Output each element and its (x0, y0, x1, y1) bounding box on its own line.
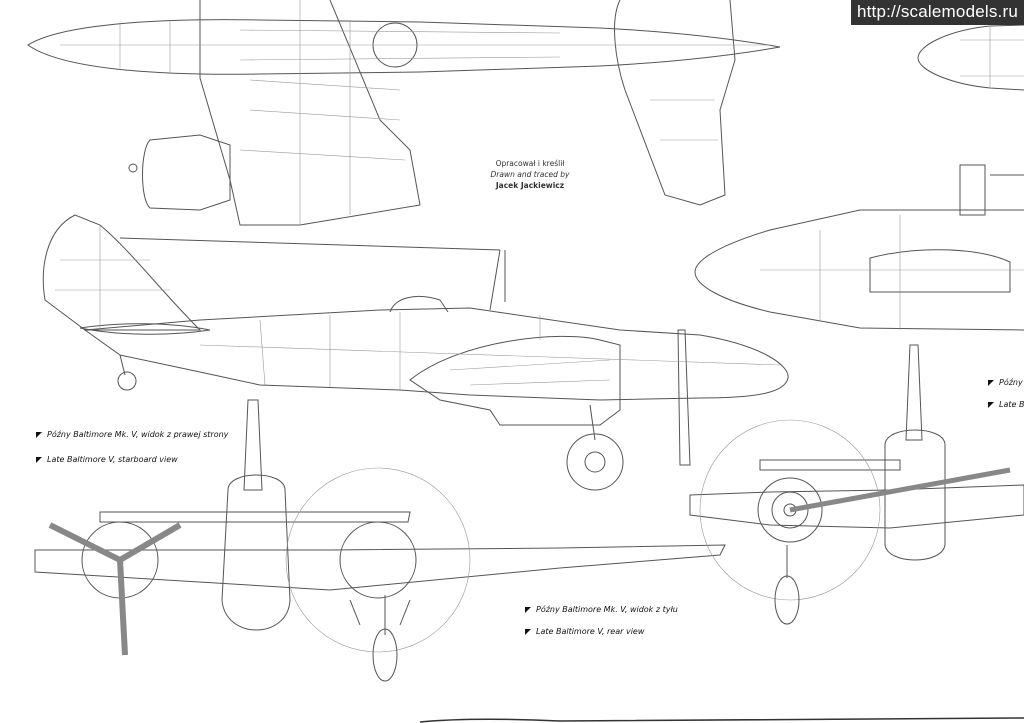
triangle-marker-icon (36, 457, 42, 463)
drawing-credit: Opracował i kreślił Drawn and traced by … (470, 158, 590, 191)
triangle-marker-icon (525, 629, 531, 635)
front-view (689, 344, 1024, 625)
caption-rear-english: Late Baltimore V, rear view (525, 627, 644, 636)
caption-right-english: Late Balti (988, 400, 1024, 409)
credit-polish: Opracował i kreślił (495, 159, 565, 168)
top-view-nacelle (142, 134, 231, 211)
credit-english: Drawn and traced by (490, 170, 570, 179)
front-view-fuselage (884, 429, 946, 561)
credit-author: Jacek Jackiewicz (495, 181, 565, 190)
caption-right-polish: Późny B (988, 378, 1024, 387)
right-partial-side-view (694, 164, 1024, 331)
rear-view-fin (243, 399, 263, 491)
rear-view-fuselage (221, 474, 291, 631)
front-view-prop-arc (699, 419, 881, 601)
top-view-tailplane (614, 0, 736, 206)
front-view-fin (905, 344, 923, 441)
caption-starboard-english: Late Baltimore V, starboard view (36, 455, 178, 464)
front-view-engine (757, 477, 823, 543)
site-watermark: http://scalemodels.ru (850, 0, 1024, 25)
side-view (42, 214, 789, 491)
side-view-nacelle (409, 335, 621, 426)
right-partial-nacelle (869, 249, 1011, 293)
side-view-main-wheel (566, 433, 624, 491)
rear-view-engine-right (339, 521, 417, 599)
front-view-wing (689, 484, 1024, 529)
front-view-main-wheel (774, 575, 800, 625)
triangle-marker-icon (525, 607, 531, 613)
right-partial-fuselage (694, 209, 1024, 331)
caption-rear-polish: Późny Baltimore Mk. V, widok z tyłu (525, 605, 678, 614)
triangle-marker-icon (988, 402, 994, 408)
rear-view-wing (34, 544, 726, 591)
rear-view-main-wheel (372, 628, 398, 682)
side-view-fin (42, 214, 202, 331)
caption-starboard-polish: Późny Baltimore Mk. V, widok z prawej st… (36, 430, 228, 439)
rear-view-tailplane (99, 511, 411, 523)
side-view-propeller (677, 329, 691, 466)
rear-view (34, 399, 726, 682)
triangle-marker-icon (988, 380, 994, 386)
top-view-fuselage (27, 19, 781, 75)
top-right-partial-nose (917, 24, 1024, 91)
top-view (27, 0, 781, 226)
rear-view-prop-arc (285, 467, 471, 653)
triangle-marker-icon (36, 432, 42, 438)
top-view-wing (199, 0, 421, 226)
side-view-fuselage (83, 307, 789, 401)
side-view-turret (389, 296, 449, 313)
